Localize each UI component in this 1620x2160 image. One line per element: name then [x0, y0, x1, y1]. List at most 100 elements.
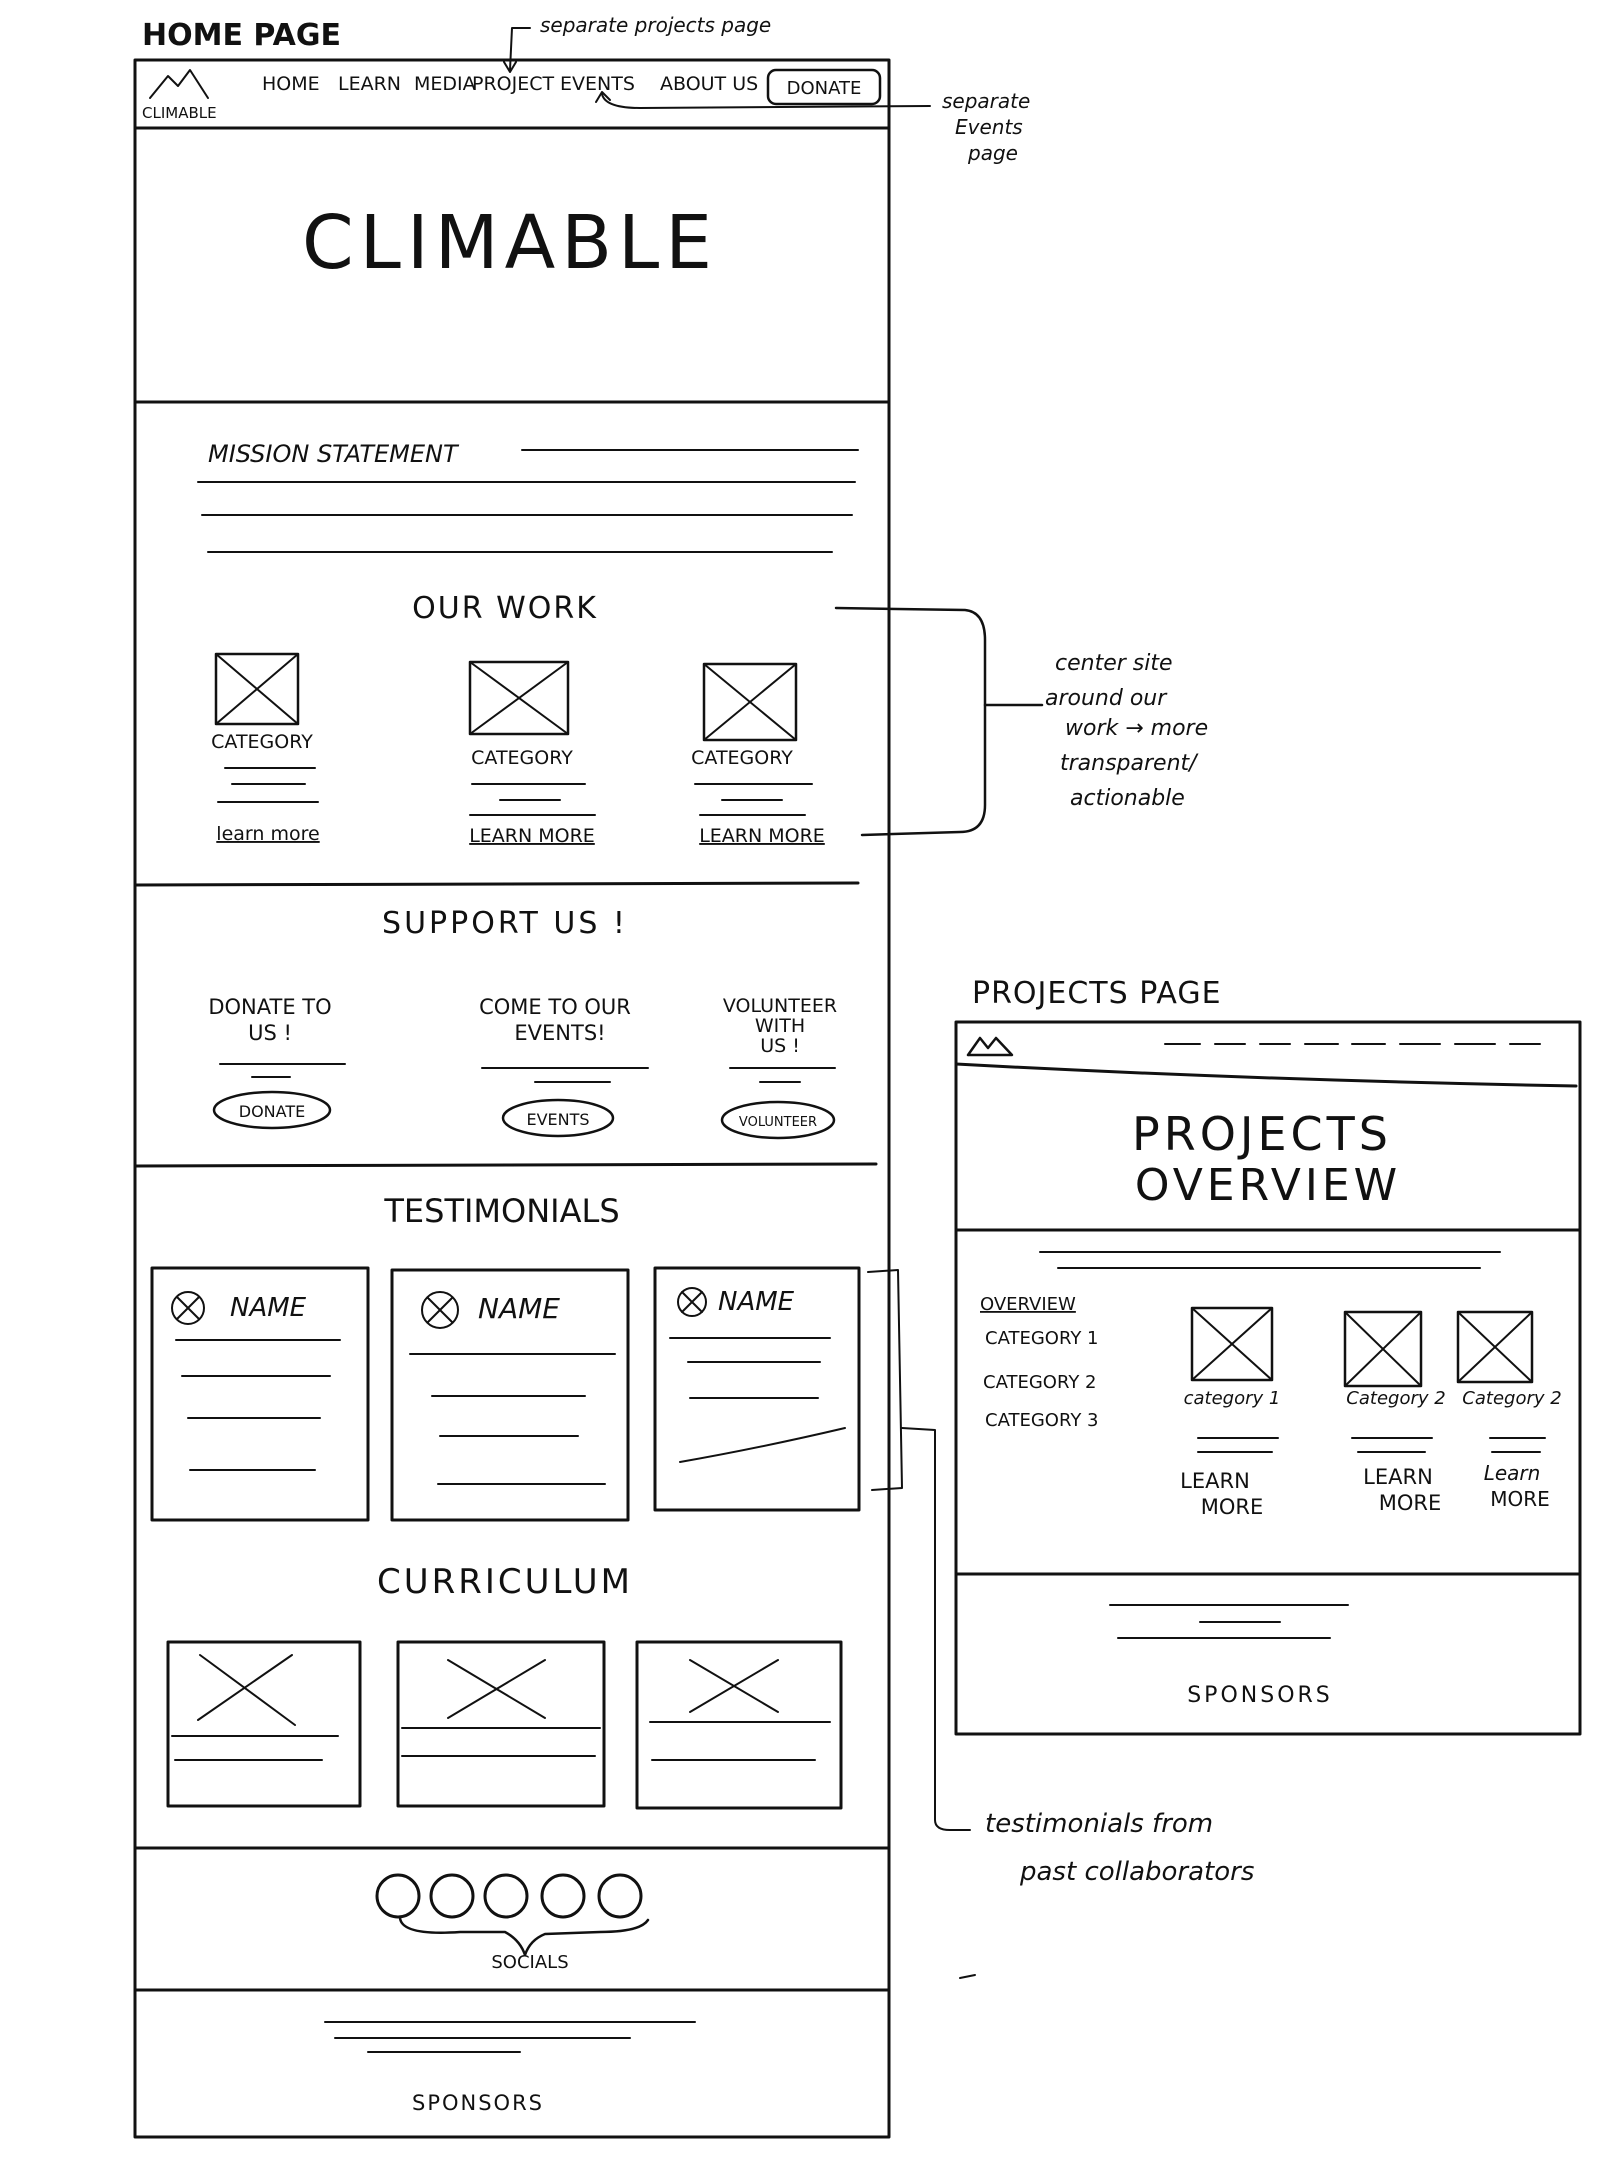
home-page-frame	[133, 58, 891, 2139]
support-section: SUPPORT US ! DONATE TO US ! DONATE COME …	[133, 906, 878, 1168]
testimonial-card: NAME	[150, 1266, 370, 1522]
image-placeholder-icon	[1190, 1306, 1274, 1382]
curriculum-section: CURRICULUM	[133, 1562, 891, 1850]
support-events-button[interactable]	[501, 1098, 615, 1138]
mission-statement-label: MISSION STATEMENT	[208, 440, 460, 468]
testimonial-card: NAME	[653, 1266, 861, 1512]
nav-item-home[interactable]: HOME	[262, 73, 320, 95]
projects-sidebar-item-overview[interactable]: OVERVIEW	[980, 1294, 1076, 1315]
projects-card-learn-more[interactable]: LEARN	[1363, 1465, 1433, 1489]
social-icon[interactable]	[429, 1873, 475, 1919]
annotation-events-text: Events	[955, 115, 1023, 139]
curriculum-card	[635, 1640, 843, 1810]
annotation-our-work-text: actionable	[1070, 786, 1185, 811]
projects-card-learn-more[interactable]: MORE	[1379, 1491, 1442, 1515]
nav-item-project[interactable]: PROJECT	[472, 73, 554, 95]
support-item-text: US !	[248, 1021, 292, 1045]
projects-card-learn-more[interactable]: MORE	[1201, 1495, 1264, 1519]
work-card-learn-more[interactable]: LEARN MORE	[469, 825, 595, 847]
annotation-projects: separate projects page	[503, 13, 771, 73]
support-title: SUPPORT US !	[382, 906, 628, 941]
social-icon[interactable]	[540, 1873, 586, 1919]
projects-card: category 1 LEARN MORE	[1180, 1306, 1280, 1519]
nav-item-about-us[interactable]: ABOUT US	[660, 73, 758, 95]
projects-page-label: PROJECTS PAGE	[972, 976, 1222, 1011]
support-item: COME TO OUR EVENTS! EVENTS	[479, 995, 649, 1138]
projects-card-category: Category 2	[1462, 1388, 1561, 1409]
support-button-label: VOLUNTEER	[739, 1115, 817, 1130]
projects-card-learn-more[interactable]: Learn	[1484, 1461, 1541, 1485]
home-page-label: HOME PAGE	[142, 18, 341, 53]
projects-card-learn-more[interactable]: MORE	[1490, 1487, 1550, 1511]
avatar-icon	[421, 1291, 459, 1329]
support-item: DONATE TO US ! DONATE	[208, 995, 346, 1130]
support-item-text: EVENTS!	[514, 1021, 605, 1045]
support-donate-button[interactable]	[212, 1090, 332, 1130]
support-volunteer-button[interactable]	[720, 1100, 836, 1140]
projects-sidebar-item[interactable]: CATEGORY 3	[985, 1410, 1099, 1431]
annotation-our-work-text: transparent/	[1060, 751, 1199, 776]
testimonial-name: NAME	[478, 1292, 560, 1325]
image-placeholder-icon	[199, 1654, 296, 1726]
projects-header	[954, 1036, 1578, 1088]
curriculum-title: CURRICULUM	[377, 1562, 633, 1602]
work-card-learn-more[interactable]: LEARN MORE	[699, 825, 825, 847]
work-card-category: CATEGORY	[211, 731, 313, 753]
testimonials-title: TESTIMONIALS	[383, 1192, 619, 1230]
work-card: CATEGORY LEARN MORE	[468, 660, 596, 847]
work-card: CATEGORY LEARN MORE	[691, 662, 825, 847]
socials-label: SOCIALS	[491, 1952, 568, 1973]
annotation-testimonials-text: past collaborators	[1019, 1857, 1254, 1887]
testimonial-card: NAME	[390, 1268, 630, 1522]
logo-text: CLIMABLE	[142, 104, 217, 122]
curriculum-card	[396, 1640, 606, 1808]
image-placeholder-icon	[214, 652, 300, 726]
work-card: CATEGORY learn more	[211, 652, 320, 845]
work-card-learn-more[interactable]: learn more	[216, 823, 319, 845]
projects-hero-subtitle: OVERVIEW	[1135, 1160, 1401, 1211]
image-placeholder-icon	[1456, 1310, 1534, 1384]
curriculum-card	[166, 1640, 362, 1808]
projects-card: Category 2 LEARN MORE	[1343, 1310, 1446, 1515]
annotation-our-work-text: center site	[1055, 651, 1173, 676]
nav-item-media[interactable]: MEDIA	[414, 73, 476, 95]
stray-mark	[959, 1974, 976, 1979]
testimonial-name: NAME	[718, 1287, 795, 1317]
image-placeholder-icon	[468, 660, 570, 736]
support-item: VOLUNTEER WITH US ! VOLUNTEER	[720, 995, 837, 1140]
support-item-text: WITH	[755, 1015, 805, 1037]
support-button-label: DONATE	[239, 1102, 305, 1121]
social-icon[interactable]	[375, 1873, 421, 1919]
social-icon[interactable]	[597, 1873, 643, 1919]
social-icon[interactable]	[483, 1873, 529, 1919]
work-card-category: CATEGORY	[691, 747, 793, 769]
projects-hero: PROJECTS OVERVIEW	[954, 1107, 1582, 1269]
home-header: CLIMABLE HOME LEARN MEDIA PROJECT EVENTS…	[133, 68, 891, 130]
avatar-icon	[171, 1291, 205, 1325]
projects-card: Category 2 Learn MORE	[1456, 1310, 1562, 1511]
projects-card-learn-more[interactable]: LEARN	[1180, 1469, 1250, 1493]
mission-section: MISSION STATEMENT	[197, 440, 859, 553]
nav-item-events[interactable]: EVENTS	[560, 73, 635, 95]
socials-brace	[398, 1916, 650, 1957]
our-work-title: OUR WORK	[412, 591, 598, 626]
donate-button[interactable]	[766, 68, 882, 106]
home-sponsors-label: SPONSORS	[412, 2091, 544, 2115]
projects-sidebar: OVERVIEW CATEGORY 1 CATEGORY 2 CATEGORY …	[980, 1294, 1099, 1431]
hero-title: CLIMABLE	[302, 200, 718, 286]
annotation-testimonials: testimonials from past collaborators	[867, 1269, 1254, 1887]
annotation-our-work-text: around our	[1045, 686, 1168, 711]
nav-item-learn[interactable]: LEARN	[338, 73, 401, 95]
home-hero: CLIMABLE	[133, 200, 891, 404]
logo-mountain-icon	[149, 69, 209, 99]
testimonial-name: NAME	[230, 1293, 307, 1323]
projects-card-category: Category 2	[1346, 1388, 1445, 1409]
work-card-category: CATEGORY	[471, 747, 573, 769]
annotation-events-text: page	[967, 141, 1018, 165]
annotation-projects-text: separate projects page	[540, 13, 771, 37]
annotation-events-text: separate	[942, 89, 1030, 113]
avatar-icon	[677, 1287, 707, 1317]
projects-sidebar-item[interactable]: CATEGORY 1	[985, 1328, 1099, 1349]
projects-sidebar-item[interactable]: CATEGORY 2	[983, 1372, 1097, 1393]
